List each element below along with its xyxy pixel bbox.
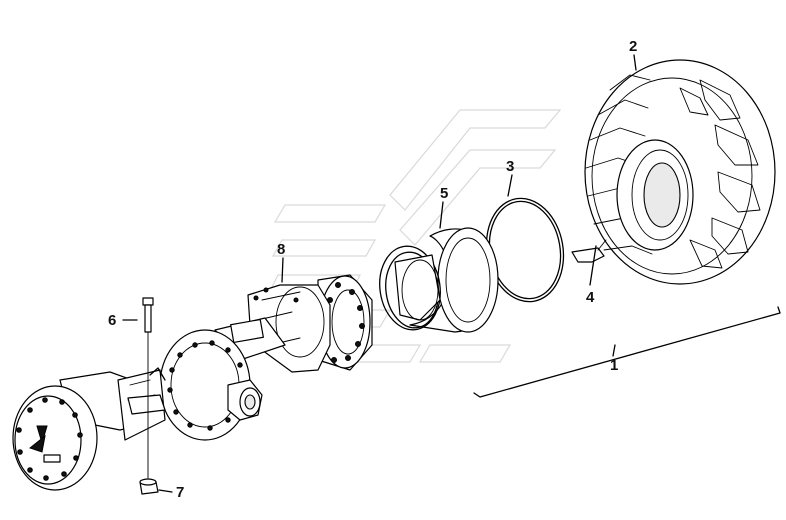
mounting-bolt — [142, 297, 154, 479]
watermark-logo-icon — [269, 109, 562, 363]
callout-7: 7 — [176, 484, 184, 501]
callout-6: 6 — [108, 312, 116, 329]
tyre — [584, 59, 776, 285]
callout-8: 8 — [277, 241, 285, 258]
rim-ring — [409, 227, 499, 333]
mounting-nut — [139, 478, 159, 495]
callout-5: 5 — [440, 185, 448, 202]
callout-1: 1 — [610, 357, 618, 374]
callout-2: 2 — [629, 38, 637, 55]
leader-lines — [122, 54, 637, 493]
lock-ring — [379, 245, 441, 331]
assembly-bracket — [473, 306, 781, 398]
callout-3: 3 — [506, 158, 514, 175]
callout-4: 4 — [586, 289, 595, 306]
axle-assembly — [12, 274, 373, 491]
triangle-logo-icon — [28, 425, 61, 463]
tyre-valve — [571, 239, 607, 263]
